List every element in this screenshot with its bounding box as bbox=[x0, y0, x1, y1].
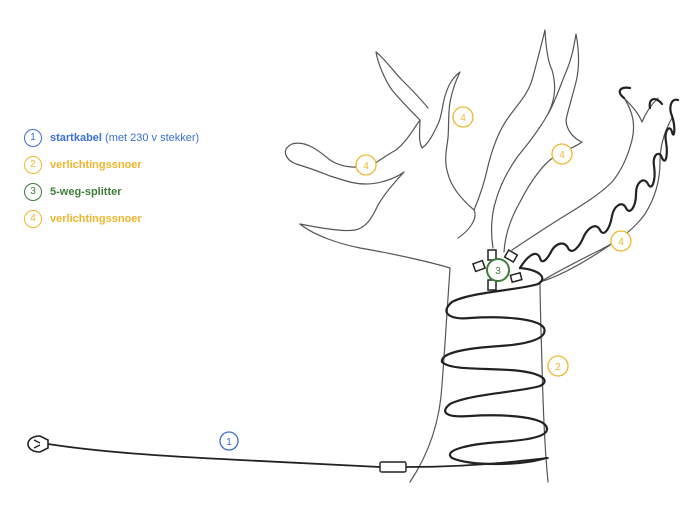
tree-branch-right-upper bbox=[511, 97, 659, 251]
marker-branch-top: 4 bbox=[452, 106, 474, 128]
branch-light-spiral bbox=[518, 98, 680, 270]
cable-connector bbox=[379, 461, 407, 473]
legend-item-verlichtingssnoer-4: 4 verlichtingssnoer bbox=[24, 205, 199, 232]
trunk-light-spiral bbox=[440, 266, 549, 466]
tree-branch-upper-left bbox=[375, 51, 429, 121]
legend-label-2-main: verlichtingssnoer bbox=[50, 158, 142, 171]
legend-num-1: 1 bbox=[24, 128, 42, 147]
tree-trunk-left bbox=[299, 223, 451, 483]
legend-num-2: 2 bbox=[24, 155, 42, 174]
plug-icon bbox=[27, 435, 49, 453]
tree-branch-left bbox=[284, 71, 476, 239]
splitter-icon bbox=[471, 249, 523, 291]
legend-item-splitter: 3 5-weg-splitter bbox=[24, 178, 199, 205]
marker-splitter-num: 3 bbox=[495, 266, 501, 277]
legend-num-3: 3 bbox=[24, 182, 42, 201]
tree-branch-right-lower bbox=[539, 117, 673, 283]
marker-splitter: 3 bbox=[495, 266, 501, 277]
marker-branch-left-num: 4 bbox=[363, 161, 369, 172]
legend: 1 startkabel (met 230 v stekker) 2 verli… bbox=[24, 124, 199, 232]
marker-trunk-snoer: 2 bbox=[547, 355, 569, 377]
marker-branch-right-top-num: 4 bbox=[559, 150, 565, 161]
marker-startkabel-num: 1 bbox=[226, 437, 232, 448]
legend-label-1: startkabel (met 230 v stekker) bbox=[50, 132, 199, 144]
legend-label-3: 5-weg-splitter bbox=[50, 186, 122, 198]
marker-branch-right-top: 4 bbox=[551, 143, 573, 165]
legend-label-3-main: 5-weg-splitter bbox=[50, 185, 122, 198]
startkabel-line bbox=[47, 443, 549, 468]
marker-branch-right-num: 4 bbox=[618, 237, 624, 248]
branch-light-tips bbox=[618, 86, 664, 110]
legend-label-4-main: verlichtingssnoer bbox=[50, 212, 142, 225]
marker-trunk-snoer-num: 2 bbox=[555, 362, 561, 373]
legend-item-verlichtingssnoer-2: 2 verlichtingssnoer bbox=[24, 151, 199, 178]
marker-branch-right: 4 bbox=[610, 230, 632, 252]
legend-label-1-note: (met 230 v stekker) bbox=[105, 131, 200, 144]
legend-label-2: verlichtingssnoer bbox=[50, 159, 142, 171]
legend-label-4: verlichtingssnoer bbox=[50, 213, 142, 225]
legend-item-startkabel: 1 startkabel (met 230 v stekker) bbox=[24, 124, 199, 151]
tree-branch-center bbox=[473, 29, 556, 249]
legend-num-4: 4 bbox=[24, 209, 42, 228]
marker-startkabel: 1 bbox=[219, 431, 239, 451]
legend-label-1-main: startkabel bbox=[50, 131, 102, 144]
marker-branch-left: 4 bbox=[355, 154, 377, 176]
marker-branch-top-num: 4 bbox=[460, 113, 466, 124]
tree-branch-center-right bbox=[503, 33, 583, 253]
